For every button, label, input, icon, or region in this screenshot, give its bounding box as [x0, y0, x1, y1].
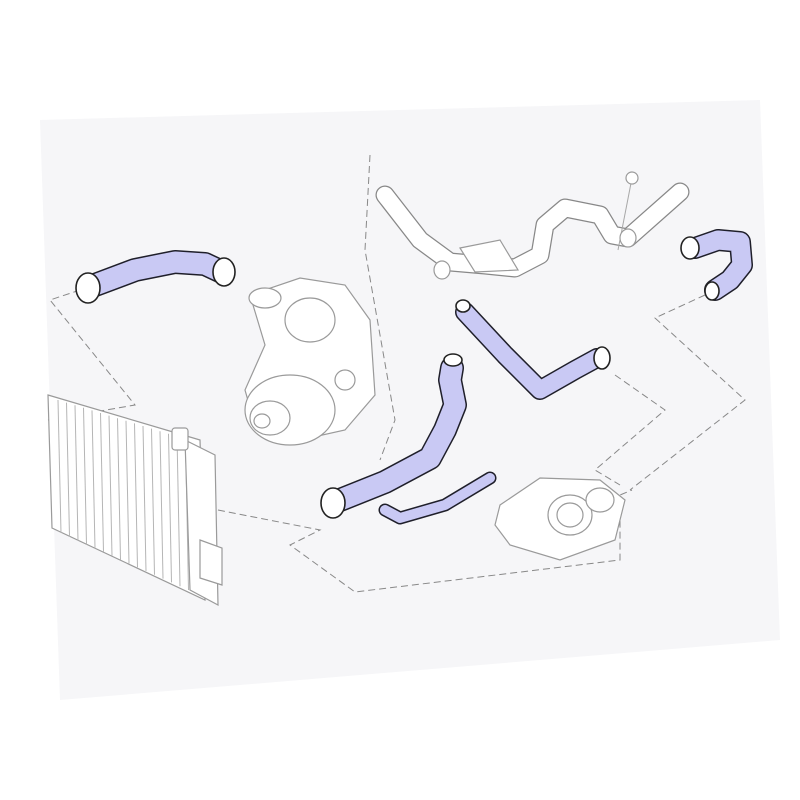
thermostat-housing-icon — [494, 477, 626, 561]
upper-radiator-hose — [75, 250, 236, 304]
water-pump-icon — [244, 277, 376, 446]
upper-right-hose — [680, 229, 753, 301]
leader-line — [629, 294, 746, 491]
radiator-fin — [117, 418, 121, 560]
radiator-fin — [151, 428, 155, 575]
radiator-fin — [74, 405, 79, 541]
radiator-fin — [83, 407, 87, 545]
background-silhouette — [40, 100, 780, 700]
center-hose — [455, 299, 611, 400]
radiator-fin — [57, 399, 62, 534]
radiator-fin — [176, 436, 181, 587]
radiator-fin — [168, 433, 172, 583]
leader-line — [594, 374, 666, 486]
coolant-pipe-icon — [375, 171, 690, 280]
lower-radiator-hose — [320, 353, 497, 525]
radiator-fin — [125, 420, 130, 564]
radiator-fin — [142, 425, 147, 572]
radiator-fin — [108, 415, 113, 556]
radiator-fin — [134, 423, 138, 568]
radiator-fin — [66, 402, 70, 537]
leader-line — [364, 154, 396, 461]
leader-line — [217, 489, 633, 593]
radiator-fin — [159, 431, 164, 579]
radiator-fin — [100, 412, 104, 553]
radiator-icon — [47, 394, 223, 607]
hoses — [75, 229, 753, 525]
radiator-fin — [91, 410, 96, 549]
